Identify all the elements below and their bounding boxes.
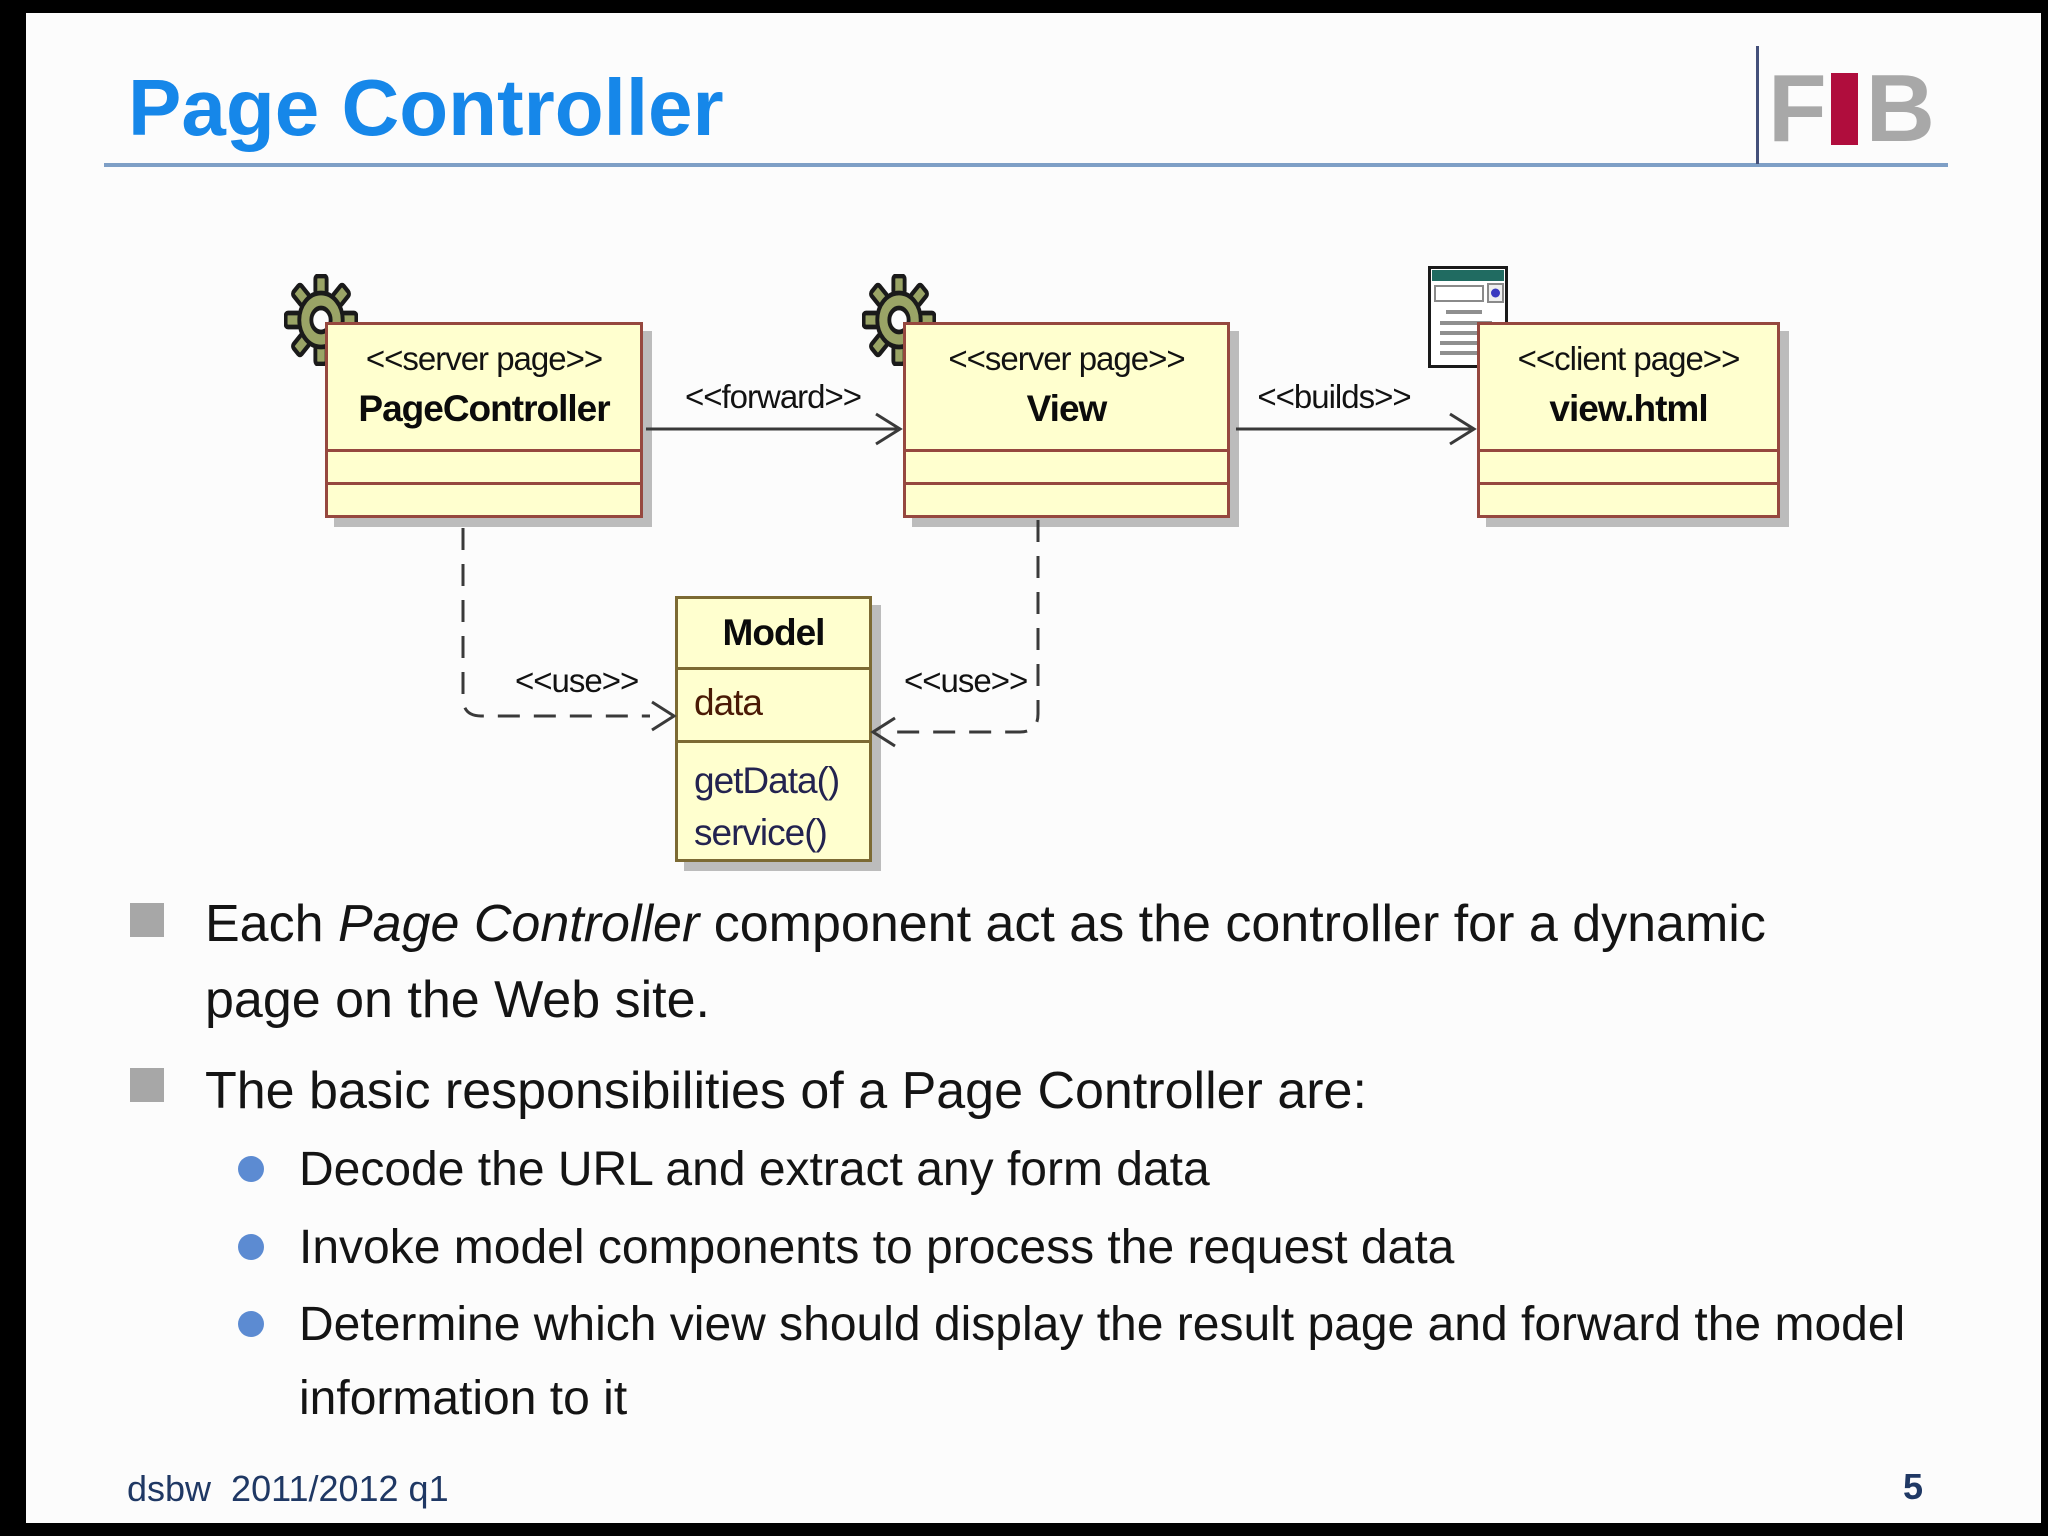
sub-bullet-dot-icon — [238, 1234, 264, 1260]
model-attribute: data — [678, 667, 869, 740]
model-title: Model — [722, 612, 826, 654]
footer-course-label: dsbw 2011/2012 q1 — [127, 1468, 449, 1509]
bullet-2-text: The basic responsibilities of a Page Con… — [205, 1062, 1367, 1120]
uml-empty-compartment — [328, 449, 640, 482]
bullet-square-icon — [130, 1068, 164, 1102]
component-name: view.html — [1549, 388, 1708, 429]
use-right-label: <<use>> — [904, 662, 1028, 699]
bullet-square-icon — [130, 903, 164, 937]
uml-box-model: Model data getData() service() — [675, 596, 872, 862]
uml-empty-compartment — [328, 482, 640, 515]
sub-bullet-1-text: Decode the URL and extract any form data — [299, 1143, 1210, 1196]
use-left-label: <<use>> — [515, 662, 639, 699]
sub-bullet-dot-icon — [238, 1156, 264, 1182]
uml-empty-compartment — [906, 482, 1227, 515]
page-number: 5 — [1903, 1466, 1924, 1507]
uml-empty-compartment — [1480, 482, 1777, 515]
uml-box-header: <<server page>> PageController — [328, 325, 640, 449]
builds-arrowhead — [1449, 412, 1477, 446]
uml-empty-compartment — [1480, 449, 1777, 482]
frame-border-left — [0, 0, 26, 1536]
stereotype-label: <<server page>> — [948, 340, 1185, 377]
header-divider-line — [1756, 46, 1759, 164]
stereotype-label: <<client page>> — [1517, 340, 1741, 377]
frame-border-right — [2041, 0, 2048, 1536]
uml-box-view: <<server page>> View — [903, 322, 1230, 518]
frame-border-bottom — [0, 1523, 2048, 1536]
use-right-arrowhead — [870, 716, 896, 748]
use-left-arrowhead — [651, 700, 677, 732]
bullet-1-text-pre: Each — [205, 895, 338, 953]
builds-label: <<builds>> — [1257, 378, 1411, 415]
model-method: service() — [694, 812, 828, 853]
model-method: getData() — [694, 760, 840, 801]
uml-box-page-controller: <<server page>> PageController — [325, 322, 643, 518]
fib-logo-letter-b: B — [1865, 55, 1935, 162]
title-underline — [104, 163, 1948, 167]
component-name: View — [1026, 388, 1108, 429]
bullet-1-text-post: component act as the controller for a dy… — [205, 895, 1766, 1029]
fib-logo: F B — [1768, 55, 1935, 162]
page-title: Page Controller — [128, 63, 724, 152]
model-methods: getData() service() — [678, 740, 869, 859]
sub-bullet-dot-icon — [238, 1311, 264, 1337]
uml-box-view-html: <<client page>> view.html — [1477, 322, 1780, 518]
uml-empty-compartment — [906, 449, 1227, 482]
frame-border-top — [0, 0, 2048, 13]
forward-arrowhead — [875, 412, 903, 446]
use-right-dashed-line — [893, 520, 1040, 734]
sub-bullet-3-text: Determine which view should display the … — [299, 1298, 1906, 1425]
component-name: PageController — [358, 388, 610, 429]
uml-box-header: <<client page>> view.html — [1480, 325, 1777, 449]
sub-bullet-2-text: Invoke model components to process the r… — [299, 1221, 1455, 1274]
fib-logo-letter-f: F — [1768, 55, 1827, 162]
fib-logo-red-bar — [1830, 73, 1858, 145]
forward-label: <<forward>> — [684, 378, 862, 415]
stereotype-label: <<server page>> — [365, 340, 603, 377]
bullet-1-text: Each Page Controller component act as th… — [205, 886, 1895, 1038]
uml-box-header: <<server page>> View — [906, 325, 1227, 449]
bullet-1-text-italic: Page Controller — [337, 895, 700, 953]
